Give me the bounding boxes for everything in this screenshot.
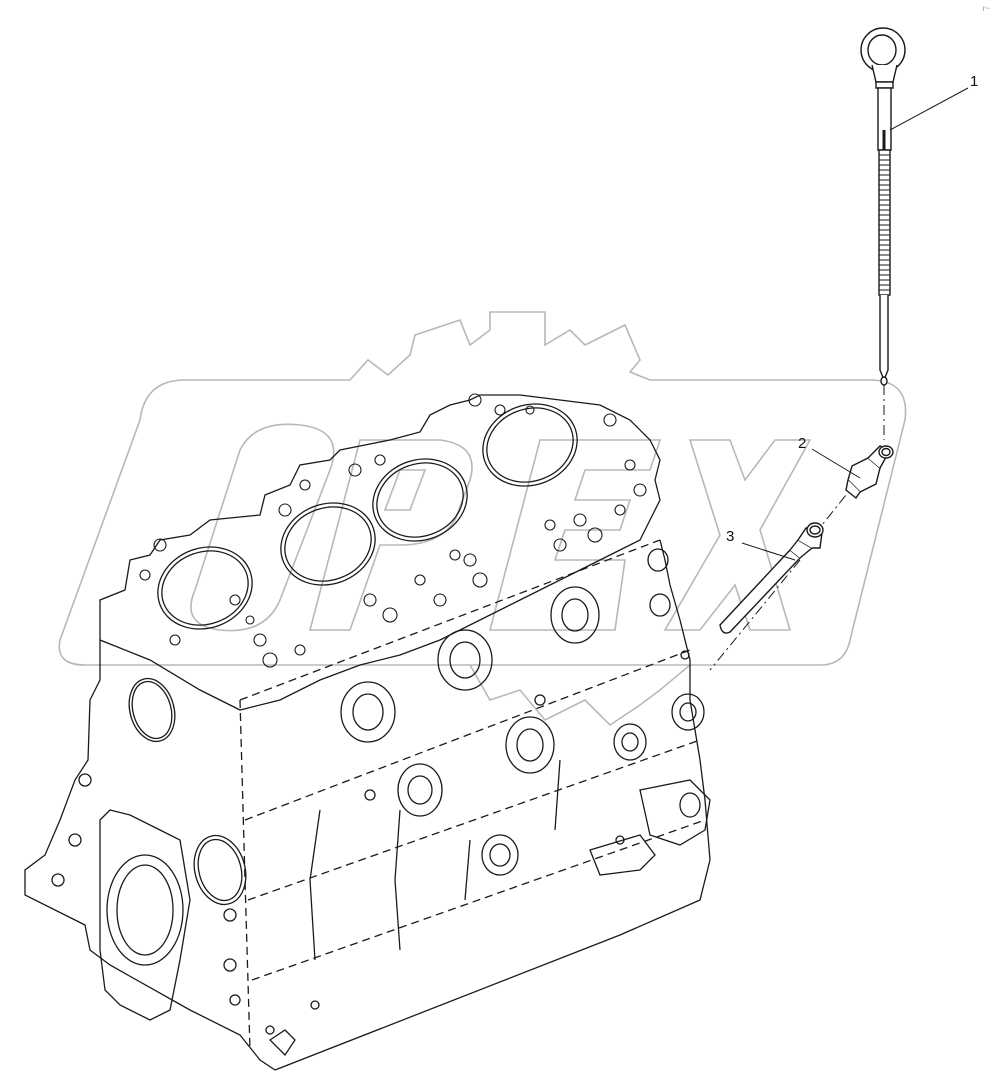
callout-3: 3 xyxy=(726,528,735,545)
block-front-face xyxy=(24,640,276,1071)
guide-adapter-part-2 xyxy=(845,445,894,500)
side-bosses xyxy=(340,548,705,876)
opex-watermark xyxy=(58,311,907,727)
cylinder-bore-1 xyxy=(157,546,253,630)
dipstick-part-1 xyxy=(860,27,906,386)
cylinder-bore-4 xyxy=(482,403,578,487)
cylinder-bore-2 xyxy=(280,502,376,586)
cylinder-bore-3 xyxy=(372,458,468,542)
leader-3 xyxy=(741,542,796,561)
dipstick-coil xyxy=(878,149,891,296)
callout-leader-lines xyxy=(741,87,969,561)
callout-2: 2 xyxy=(798,435,807,452)
leader-2 xyxy=(811,448,861,479)
crank-seal-housing xyxy=(99,809,191,1021)
corner-mark: r~ xyxy=(982,4,990,13)
leader-1 xyxy=(889,87,969,131)
head-gasket-outline xyxy=(99,394,661,711)
gasket-holes xyxy=(139,393,647,668)
assembly-centerline xyxy=(709,385,885,671)
callout-1: 1 xyxy=(970,73,979,90)
front-bore-large xyxy=(193,834,247,906)
engine-block xyxy=(24,393,711,1071)
guide-tube-part-3 xyxy=(719,522,824,634)
front-plug xyxy=(128,677,176,743)
